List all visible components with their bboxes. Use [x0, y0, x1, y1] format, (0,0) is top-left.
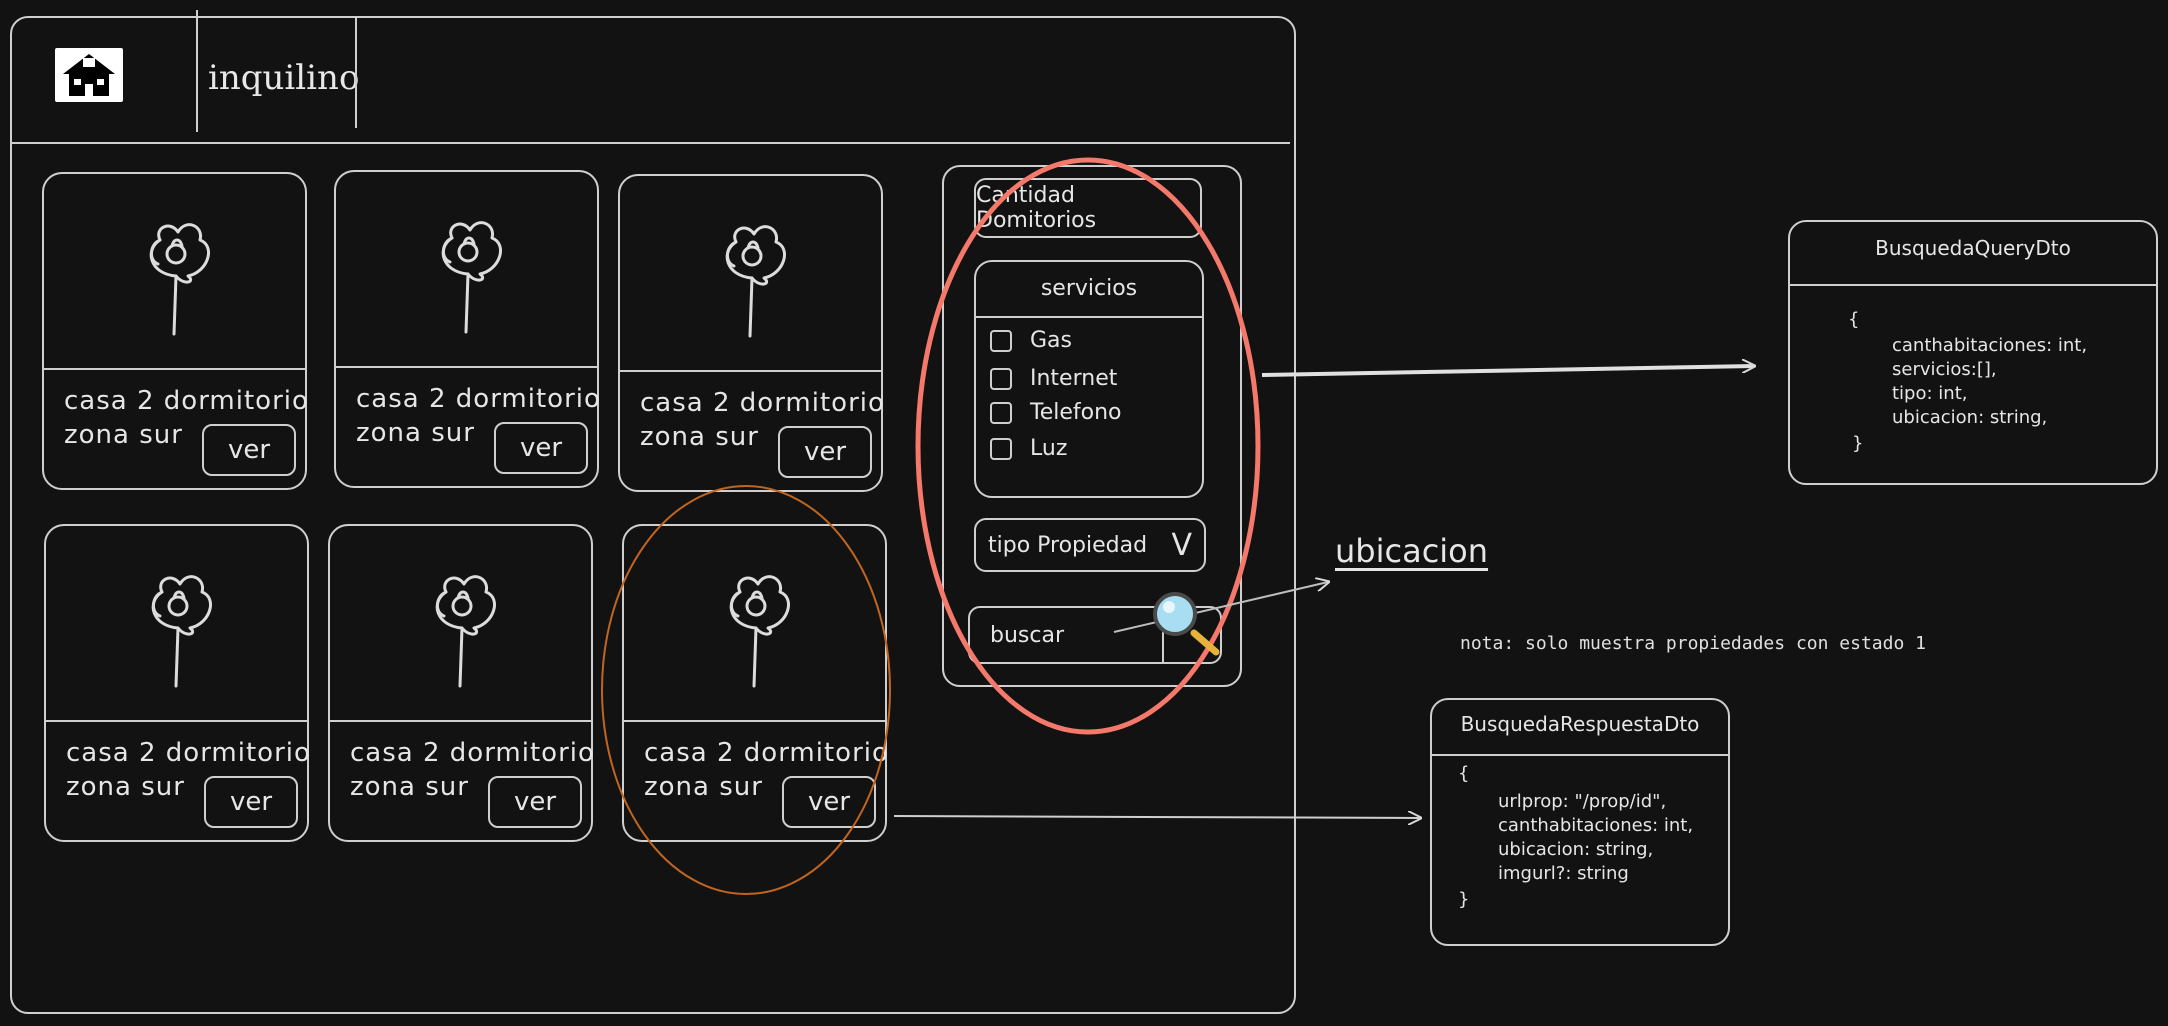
flower-image-icon	[441, 221, 502, 334]
card-zone: zona sur	[64, 420, 183, 450]
dto-brace: {	[1848, 309, 1860, 330]
checkbox[interactable]	[990, 329, 1012, 352]
checkbox[interactable]	[990, 367, 1012, 390]
service-option-telefono[interactable]: Telefono	[990, 400, 1122, 425]
service-option-gas[interactable]: Gas	[990, 328, 1072, 353]
flower-image-icon	[151, 575, 212, 688]
search-divider	[1162, 610, 1164, 662]
service-label: Gas	[1030, 328, 1072, 353]
header-divider	[355, 18, 357, 128]
property-card: casa 2 dormitorio zona sur ver	[618, 174, 885, 492]
response-dto-box: BusquedaRespuestaDto { urlprop: "/prop/i…	[1430, 698, 1730, 946]
query-arrow	[1261, 366, 1754, 377]
card-title: casa 2 dormitorio	[350, 738, 595, 768]
ubicacion-arrow	[1113, 582, 1328, 633]
card-title: casa 2 dormitorio	[66, 738, 311, 768]
ver-button[interactable]: ver	[204, 776, 298, 828]
property-type-label: tipo Propiedad	[988, 532, 1148, 558]
property-card: casa 2 dormitorio zona sur ver	[42, 172, 309, 490]
header-divider	[196, 10, 198, 132]
checkbox[interactable]	[990, 437, 1012, 460]
ver-button[interactable]: ver	[782, 776, 876, 828]
property-card: casa 2 dormitorio zona sur ver	[328, 524, 595, 842]
search-button[interactable]: buscar	[968, 606, 1222, 664]
card-zone: zona sur	[66, 772, 185, 802]
service-label: Internet	[1030, 366, 1118, 391]
checkbox[interactable]	[990, 401, 1012, 424]
card-title: casa 2 dormitorio	[356, 384, 601, 414]
flower-image-icon	[729, 575, 790, 688]
house-icon	[55, 48, 123, 102]
property-type-select[interactable]: tipo Propiedad V	[974, 518, 1206, 572]
chevron-down-icon: V	[1171, 527, 1192, 563]
dto-brace: }	[1458, 889, 1470, 910]
card-title: casa 2 dormitorio	[640, 388, 885, 418]
property-card: casa 2 dormitorio zona sur ver	[622, 524, 889, 842]
dto-brace: }	[1852, 433, 1864, 454]
card-highlight-ellipse	[601, 485, 891, 895]
page-title: inquilino	[208, 58, 360, 98]
dto-field: canthabitaciones: int,	[1498, 815, 1694, 836]
ubicacion-label: ubicacion	[1335, 532, 1489, 570]
dto-field: urlprop: "/prop/id",	[1498, 791, 1667, 812]
property-card: casa 2 dormitorio zona sur ver	[44, 524, 311, 842]
header-bottom-line	[12, 142, 1290, 144]
dto-field: ubicacion: string,	[1498, 839, 1654, 860]
services-box: servicios Gas Internet Telefono Luz	[974, 260, 1204, 498]
dto-field: imgurl?: string	[1498, 863, 1629, 884]
dto-brace: {	[1458, 763, 1470, 784]
filter-highlight-ellipse	[915, 157, 1261, 735]
rooms-count-field[interactable]: Cantidad Domitorios	[974, 178, 1202, 238]
card-title: casa 2 dormitorio	[64, 386, 309, 416]
flower-image-icon	[149, 223, 210, 336]
flower-image-icon	[725, 225, 786, 338]
services-title: servicios	[1040, 276, 1138, 301]
response-dto-title: BusquedaRespuestaDto	[1460, 712, 1700, 736]
dto-field: servicios:[],	[1892, 359, 1997, 380]
filter-panel	[942, 165, 1242, 687]
note-text: nota: solo muestra propiedades con estad…	[1460, 633, 1926, 654]
search-button-label: buscar	[990, 622, 1064, 648]
property-card: casa 2 dormitorio zona sur ver	[334, 170, 601, 488]
card-zone: zona sur	[640, 422, 759, 452]
ver-button[interactable]: ver	[488, 776, 582, 828]
query-dto-box: BusquedaQueryDto { canthabitaciones: int…	[1788, 220, 2158, 485]
flower-image-icon	[435, 575, 496, 688]
card-title: casa 2 dormitorio	[644, 738, 889, 768]
service-label: Telefono	[1030, 400, 1122, 425]
ver-button[interactable]: ver	[494, 422, 588, 474]
ver-button[interactable]: ver	[778, 426, 872, 478]
app-frame	[10, 16, 1296, 1014]
card-zone: zona sur	[644, 772, 763, 802]
magnifier-icon	[1153, 592, 1220, 656]
service-option-internet[interactable]: Internet	[990, 366, 1117, 391]
dto-field: canthabitaciones: int,	[1892, 335, 2088, 356]
ver-button[interactable]: ver	[202, 424, 296, 476]
dto-field: tipo: int,	[1892, 383, 1968, 404]
response-arrow	[893, 816, 1420, 818]
service-option-luz[interactable]: Luz	[990, 436, 1067, 461]
dto-field: ubicacion: string,	[1892, 407, 2048, 428]
card-zone: zona sur	[356, 418, 475, 448]
service-label: Luz	[1030, 436, 1068, 461]
services-divider	[976, 316, 1202, 318]
query-dto-title: BusquedaQueryDto	[1875, 236, 2071, 260]
card-zone: zona sur	[350, 772, 469, 802]
